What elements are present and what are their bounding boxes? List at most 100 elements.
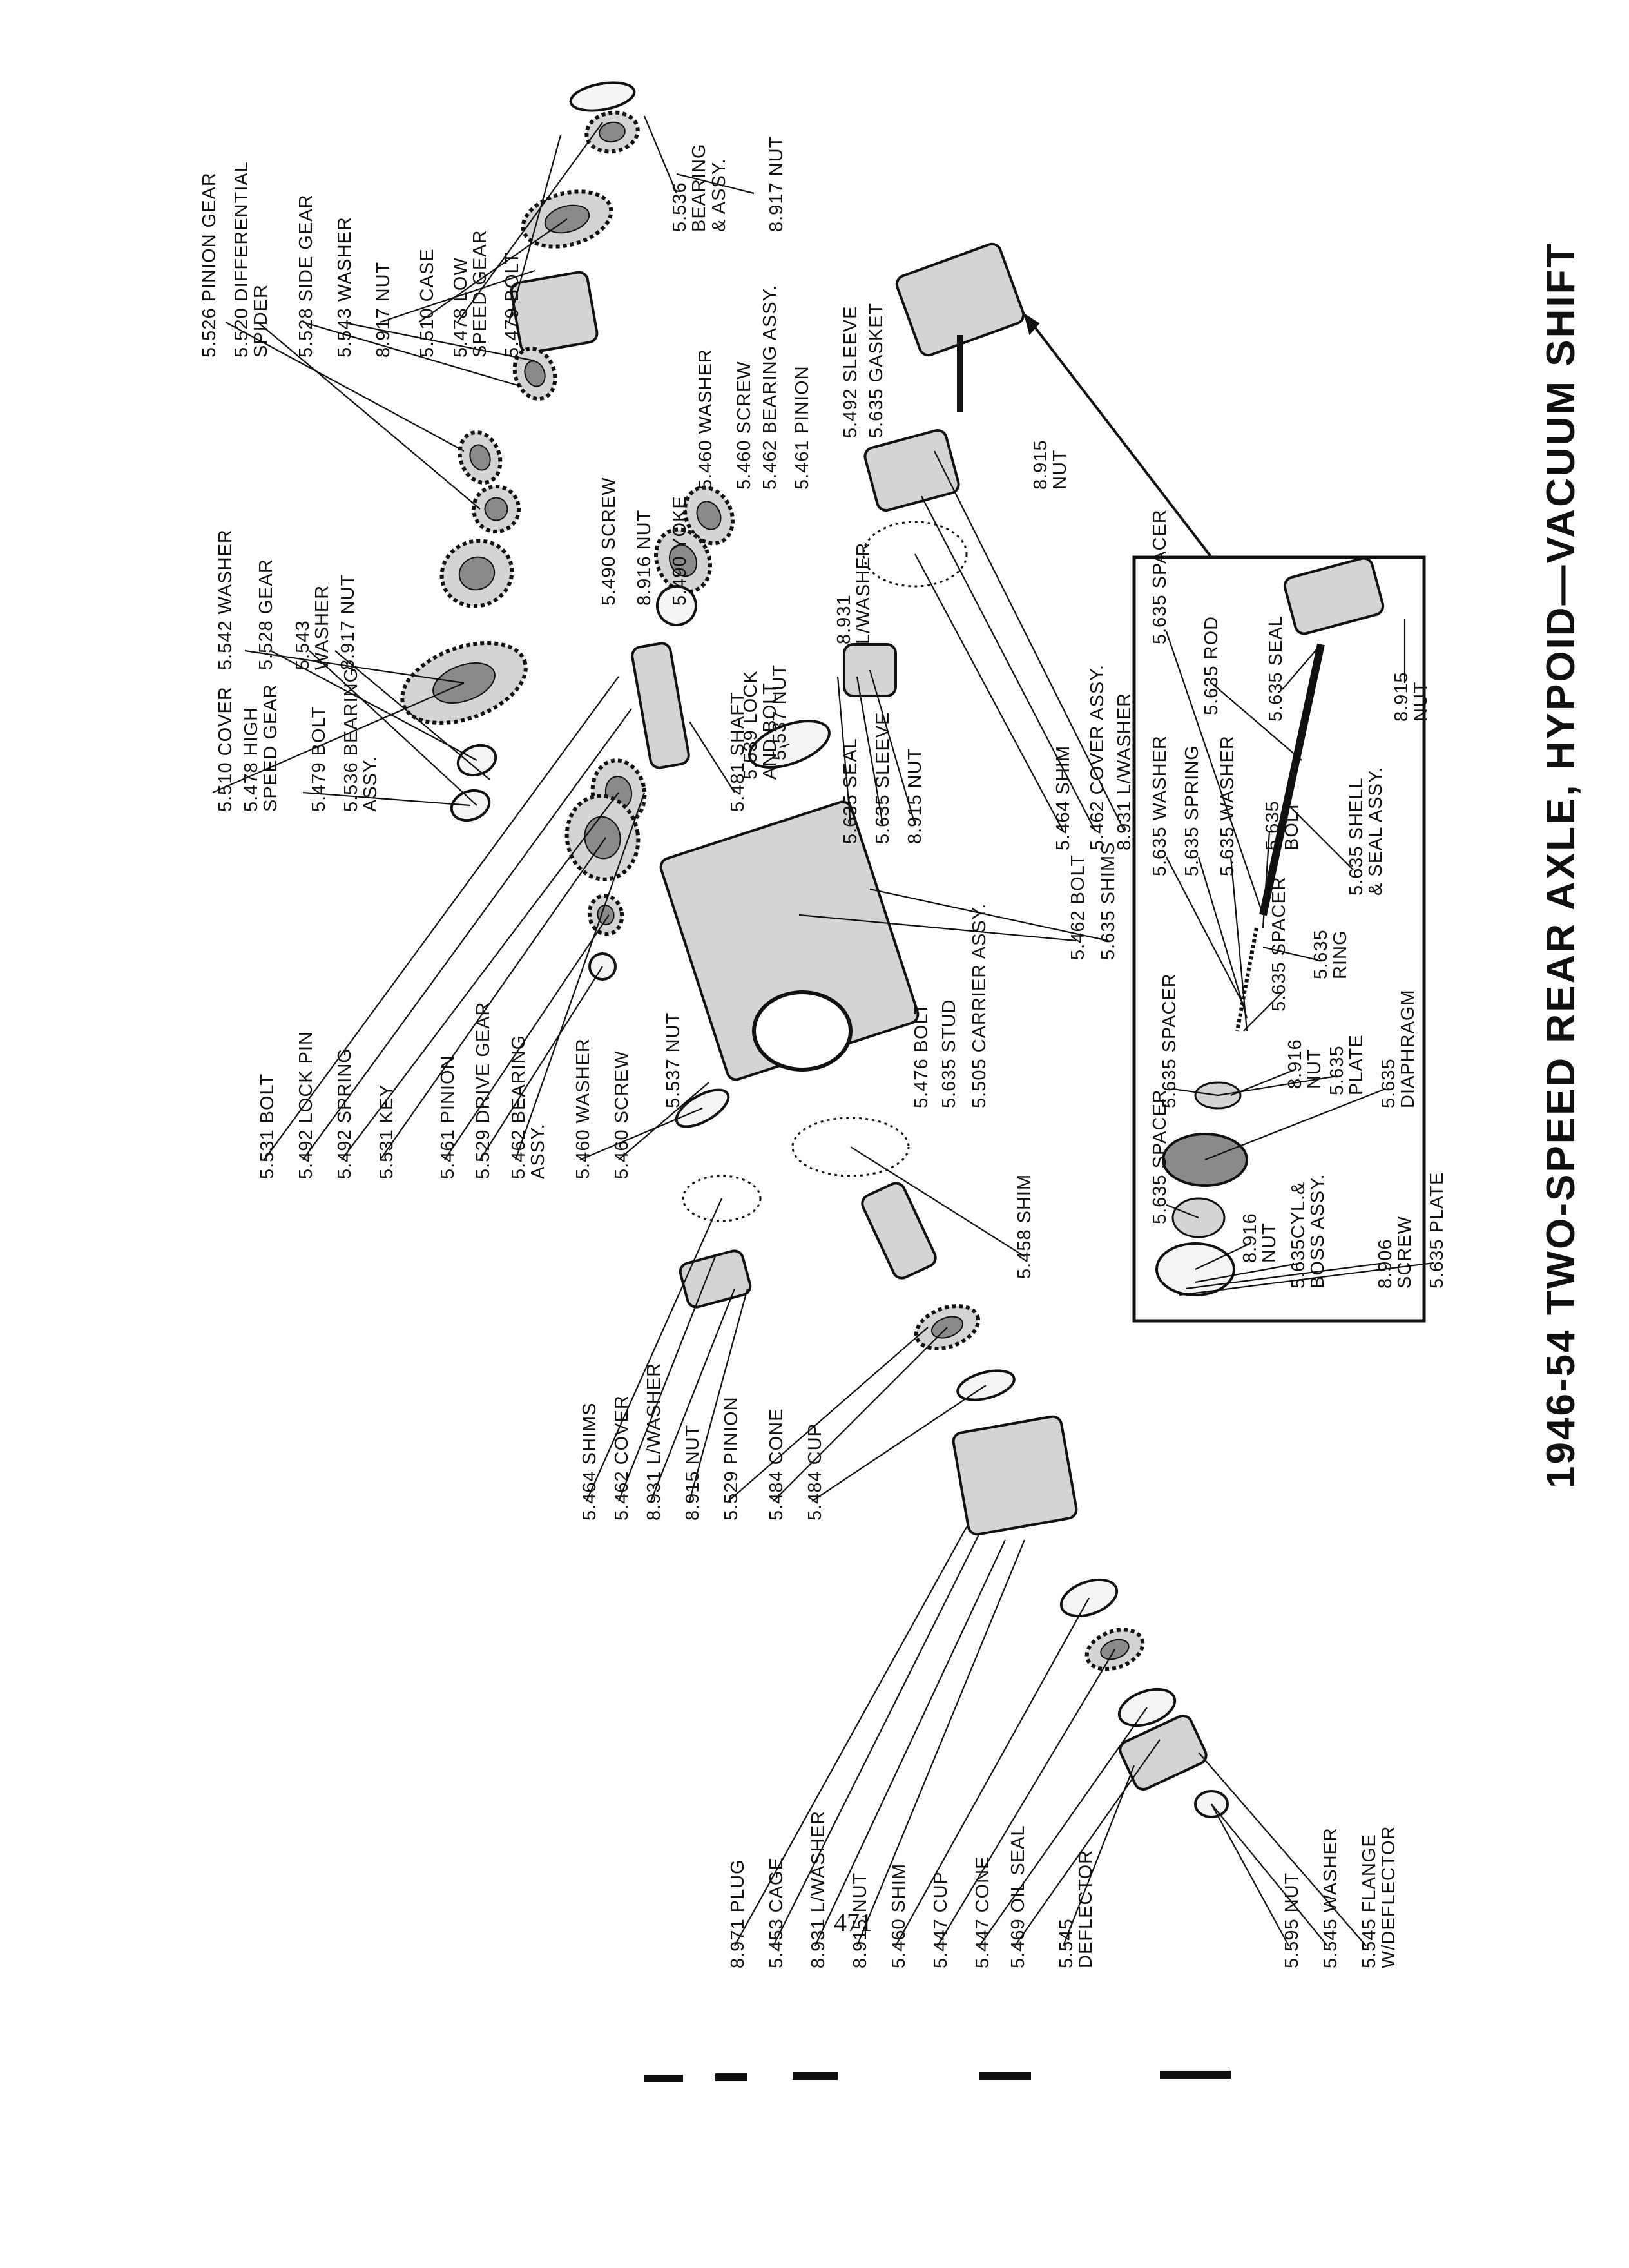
leader-line <box>650 1288 736 1502</box>
gear-hub <box>696 501 722 530</box>
leader-line <box>302 321 523 388</box>
leader-line <box>302 708 632 1160</box>
part-label-lower: 8.931 L/WASHER <box>644 1362 664 1521</box>
leader-line <box>264 676 619 1160</box>
part-label-center: 5.464 SHIM <box>1053 745 1074 850</box>
part-label-middle-top: 5.462 BEARING ASSY. <box>760 284 780 490</box>
part-label-inset: 5.635 PLATE <box>1427 1171 1447 1289</box>
part-label-inset: 5.635 SHELL & SEAL ASSY. <box>1346 766 1387 896</box>
leader-line <box>1211 1803 1328 1946</box>
shim-gasket <box>862 521 968 588</box>
leader-line <box>921 495 1096 832</box>
part-label-top: 8.917 NUT <box>766 135 787 232</box>
leader-line <box>1282 644 1322 690</box>
leader-line <box>1211 1803 1289 1946</box>
vacuum-shell <box>1283 557 1385 635</box>
part-label-middle-top: 5.490 YOKE <box>670 495 690 606</box>
leader-line <box>1262 831 1271 928</box>
part-label-middle-top: 5.460 SCREW <box>734 361 755 490</box>
part-label-left-middle: 5.492 SPRING <box>334 1048 355 1179</box>
part-label-center: 5.635 STUD <box>939 999 959 1108</box>
part-label-inset: 5.635 SPACER <box>1150 509 1170 644</box>
leader-line <box>850 1146 1025 1257</box>
part-label-left-middle: 5.461 PINION <box>438 1055 458 1179</box>
shim-ring <box>791 1117 910 1177</box>
part-label-lower: 8.915 NUT <box>682 1424 703 1521</box>
leader-line <box>380 269 535 323</box>
part-label-lower: 8.971 PLUG <box>728 1859 748 1968</box>
inset-frame <box>1132 555 1426 1323</box>
leader-line <box>914 553 1064 832</box>
part-label-top: 5.510 CASE <box>417 248 438 358</box>
part-label-top: 8.917 NUT <box>373 261 394 358</box>
leader-line <box>309 650 477 806</box>
part-label-lower: 5.529 PINION <box>721 1396 742 1521</box>
gear-hub <box>669 544 697 577</box>
leader-line <box>643 115 678 194</box>
leader-line <box>1211 682 1302 761</box>
part-label-top: 5.543 WASHER <box>334 216 355 358</box>
leader-line <box>1217 1075 1338 1097</box>
part-label-top: 5.536 BEARING & ASSY. <box>670 143 729 232</box>
part-label-top: 5.528 SIDE GEAR <box>296 194 316 358</box>
leader-line <box>1198 1752 1367 1946</box>
part-label-center: 5.505 CARRIER ASSY. <box>969 903 990 1108</box>
shims <box>682 1175 762 1222</box>
leader-line <box>1166 856 1244 1006</box>
part-label-lower: 5.484 CUP <box>805 1423 825 1521</box>
leader-line <box>734 1526 967 1946</box>
part-label-center: 5.476 BOLT <box>911 1002 932 1108</box>
callout-arrowhead <box>1023 312 1040 336</box>
part-label-center: 5.537 NUT <box>769 664 790 760</box>
leader-line <box>257 322 481 510</box>
gear-hub <box>584 816 621 860</box>
part-label-lower: 5.595 NUT <box>1282 1872 1302 1968</box>
leader-line <box>579 1107 703 1161</box>
part-label-lower: 5.453 CAGE <box>766 1857 787 1968</box>
leader-line <box>1229 856 1248 1032</box>
part-label-inset: 5.635 SPACER <box>1269 876 1289 1012</box>
gear-hub <box>458 556 496 591</box>
leader-line <box>1166 1204 1199 1219</box>
leader-line <box>1262 946 1318 961</box>
part-label-center: 5.635 SEAL <box>840 738 861 844</box>
ring-part <box>656 585 697 626</box>
gear-hub <box>524 360 546 387</box>
part-label-top: 5.479 BOLT <box>502 251 523 358</box>
part-label-lower: 5.464 SHIMS <box>579 1402 600 1521</box>
leader-line <box>341 321 535 362</box>
leader-line <box>618 1082 709 1160</box>
part-label-inset: 5.635 RING <box>1311 929 1351 979</box>
part-label-center: 5.635 SLEEVE <box>872 711 893 844</box>
differential-case <box>510 271 599 354</box>
part-label-inset: 8.915 NUT <box>1391 671 1432 722</box>
callout-arrow-line <box>1030 321 1213 559</box>
part-label-left-upper: 5.542 WASHER <box>215 529 236 670</box>
shaft <box>631 642 690 769</box>
carrier-bore <box>752 990 853 1072</box>
part-label-inset: 8.906 SCREW <box>1375 1216 1416 1289</box>
part-label-inset: 5.635 WASHER <box>1150 735 1170 876</box>
leader-line <box>1185 1262 1386 1290</box>
leader-line <box>585 1198 723 1502</box>
leader-line <box>508 135 562 323</box>
part-label-left-upper: 5.536 BEARING ASSY. <box>341 667 381 812</box>
leader-line <box>1288 805 1354 870</box>
part-label-inset: 5.635 SEAL <box>1266 615 1286 722</box>
pinion-cage <box>952 1415 1078 1536</box>
part-label-middle-top: 8.915 NUT <box>1030 439 1071 490</box>
leader-line <box>212 682 465 794</box>
part-label-lower: 8.931 L/WASHER <box>808 1810 829 1968</box>
leader-line <box>514 792 646 1160</box>
part-label-inset: 5.635 SPACER <box>1159 973 1180 1108</box>
part-label-lower: 5.484 CONE <box>766 1408 787 1521</box>
part-label-center: 5.635 SHIMS <box>1098 841 1119 960</box>
part-label-lower: 5.460 SHIM <box>889 1863 909 1968</box>
leader-line <box>689 721 735 793</box>
part-label-left-upper: 5.528 GEAR <box>256 559 276 670</box>
part-label-lower: 5.447 CONE <box>972 1856 993 1968</box>
part-label-left-middle: 5.462 BEARING ASSY. <box>508 1034 549 1179</box>
leader-line <box>869 669 916 825</box>
